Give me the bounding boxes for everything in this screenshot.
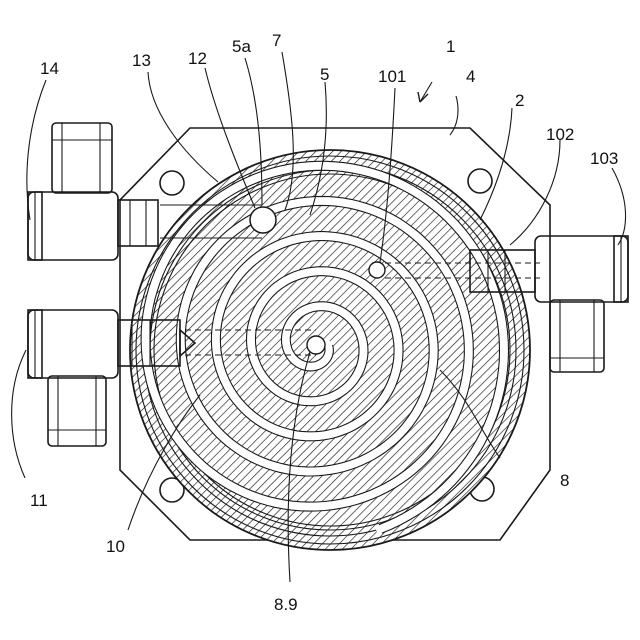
upper-port-hole <box>250 207 276 233</box>
mounting-hole-top-left <box>160 171 184 195</box>
label-8-9: 8.9 <box>274 595 298 614</box>
label-1: 1 <box>446 37 455 56</box>
fitting-14 <box>28 123 158 260</box>
label-14: 14 <box>40 59 59 78</box>
label-103: 103 <box>590 149 618 168</box>
label-10: 10 <box>106 537 125 556</box>
label-101: 101 <box>378 67 406 86</box>
label-7: 7 <box>272 31 281 50</box>
label-5: 5 <box>320 65 329 84</box>
label-8: 8 <box>560 471 569 490</box>
label-102: 102 <box>546 125 574 144</box>
label-13: 13 <box>132 51 151 70</box>
label-2: 2 <box>515 91 524 110</box>
spiral-disc <box>130 150 530 550</box>
label-5a: 5a <box>232 37 251 56</box>
label-12: 12 <box>188 49 207 68</box>
outlet-port-hole <box>369 262 385 278</box>
label-11: 11 <box>30 491 48 510</box>
mounting-hole-top-right <box>468 169 492 193</box>
label-4: 4 <box>466 67 475 86</box>
center-passage <box>307 336 325 354</box>
